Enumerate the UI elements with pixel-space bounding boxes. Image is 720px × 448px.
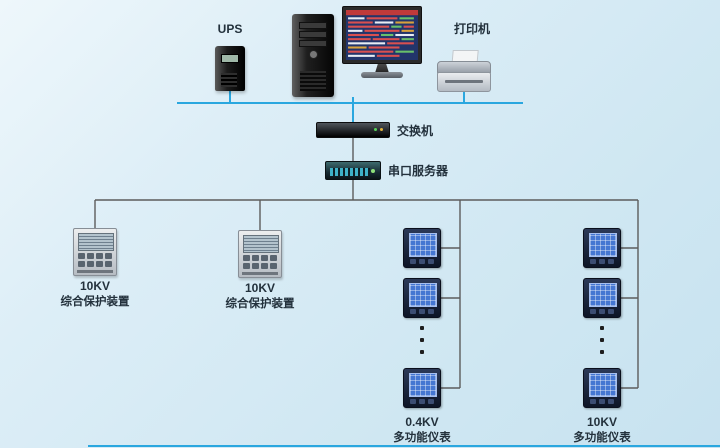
serial-server-device [325, 161, 381, 180]
meter-04kv-name: 多功能仪表 [393, 431, 451, 444]
meter-10kv-name: 多功能仪表 [573, 431, 631, 444]
meter-04kv-2 [403, 278, 441, 318]
relay-lcd [243, 235, 279, 253]
drive-bay [299, 40, 327, 47]
meter-screen [589, 283, 617, 307]
power-button [309, 50, 318, 59]
drive-bay [299, 22, 327, 29]
meter-10kv-kv: 10KV [586, 415, 618, 429]
meter-keys [590, 309, 614, 314]
switch-label: 交换机 [397, 124, 434, 138]
protection-device-right [238, 230, 282, 278]
protection-right-label: 10KV 综合保护装置 [222, 281, 298, 312]
relay-terminal-strip [242, 272, 278, 275]
ups-display [221, 54, 239, 63]
printer-label: 打印机 [453, 22, 490, 36]
serial-ports [330, 168, 370, 176]
monitor-stand [375, 64, 389, 73]
meter-screen [589, 233, 617, 257]
meter-screen [409, 233, 437, 257]
monitor-base [361, 72, 403, 78]
relay-terminal-strip [77, 270, 113, 273]
meter-keys [410, 309, 434, 314]
meter-10kv-1 [583, 228, 621, 268]
meter-04kv-1 [403, 228, 441, 268]
ups-device [215, 46, 245, 91]
meter-10kv-label: 10KV 多功能仪表 [564, 415, 640, 446]
protection-right-kv: 10KV [244, 281, 276, 295]
protection-right-name: 综合保护装置 [225, 297, 295, 310]
meter-keys [590, 259, 614, 264]
meter-keys [410, 399, 434, 404]
ups-vent [221, 73, 237, 87]
protection-left-name: 综合保护装置 [60, 295, 130, 308]
protection-left-kv: 10KV [79, 279, 111, 293]
meter-10kv-2 [583, 278, 621, 318]
protection-left-label: 10KV 综合保护装置 [57, 279, 133, 310]
protection-device-left [73, 228, 117, 276]
switch-ports [322, 127, 372, 134]
monitor [342, 6, 422, 64]
tower-vent [300, 71, 326, 91]
ellipsis-dots [420, 326, 424, 354]
relay-lcd [78, 233, 114, 251]
serial-server-label: 串口服务器 [388, 164, 449, 178]
meter-04kv-n [403, 368, 441, 408]
network-switch-device [316, 122, 390, 138]
meter-screen [409, 373, 437, 397]
scada-screen [346, 10, 418, 60]
ups-label: UPS [217, 22, 243, 36]
drive-bay [299, 31, 327, 38]
meter-screen [409, 283, 437, 307]
ellipsis-dots [600, 326, 604, 354]
switch-led [374, 128, 377, 131]
meter-keys [590, 399, 614, 404]
relay-keys [78, 253, 112, 267]
switch-led [380, 128, 383, 131]
meter-10kv-n [583, 368, 621, 408]
meter-keys [410, 259, 434, 264]
printer-device [437, 50, 491, 92]
relay-keys [243, 255, 277, 269]
computer-tower [292, 14, 334, 97]
meter-04kv-label: 0.4KV 多功能仪表 [384, 415, 460, 446]
meter-04kv-kv: 0.4KV [405, 415, 439, 429]
meter-screen [589, 373, 617, 397]
serial-led [371, 169, 375, 173]
printer-output-slot [445, 80, 483, 83]
